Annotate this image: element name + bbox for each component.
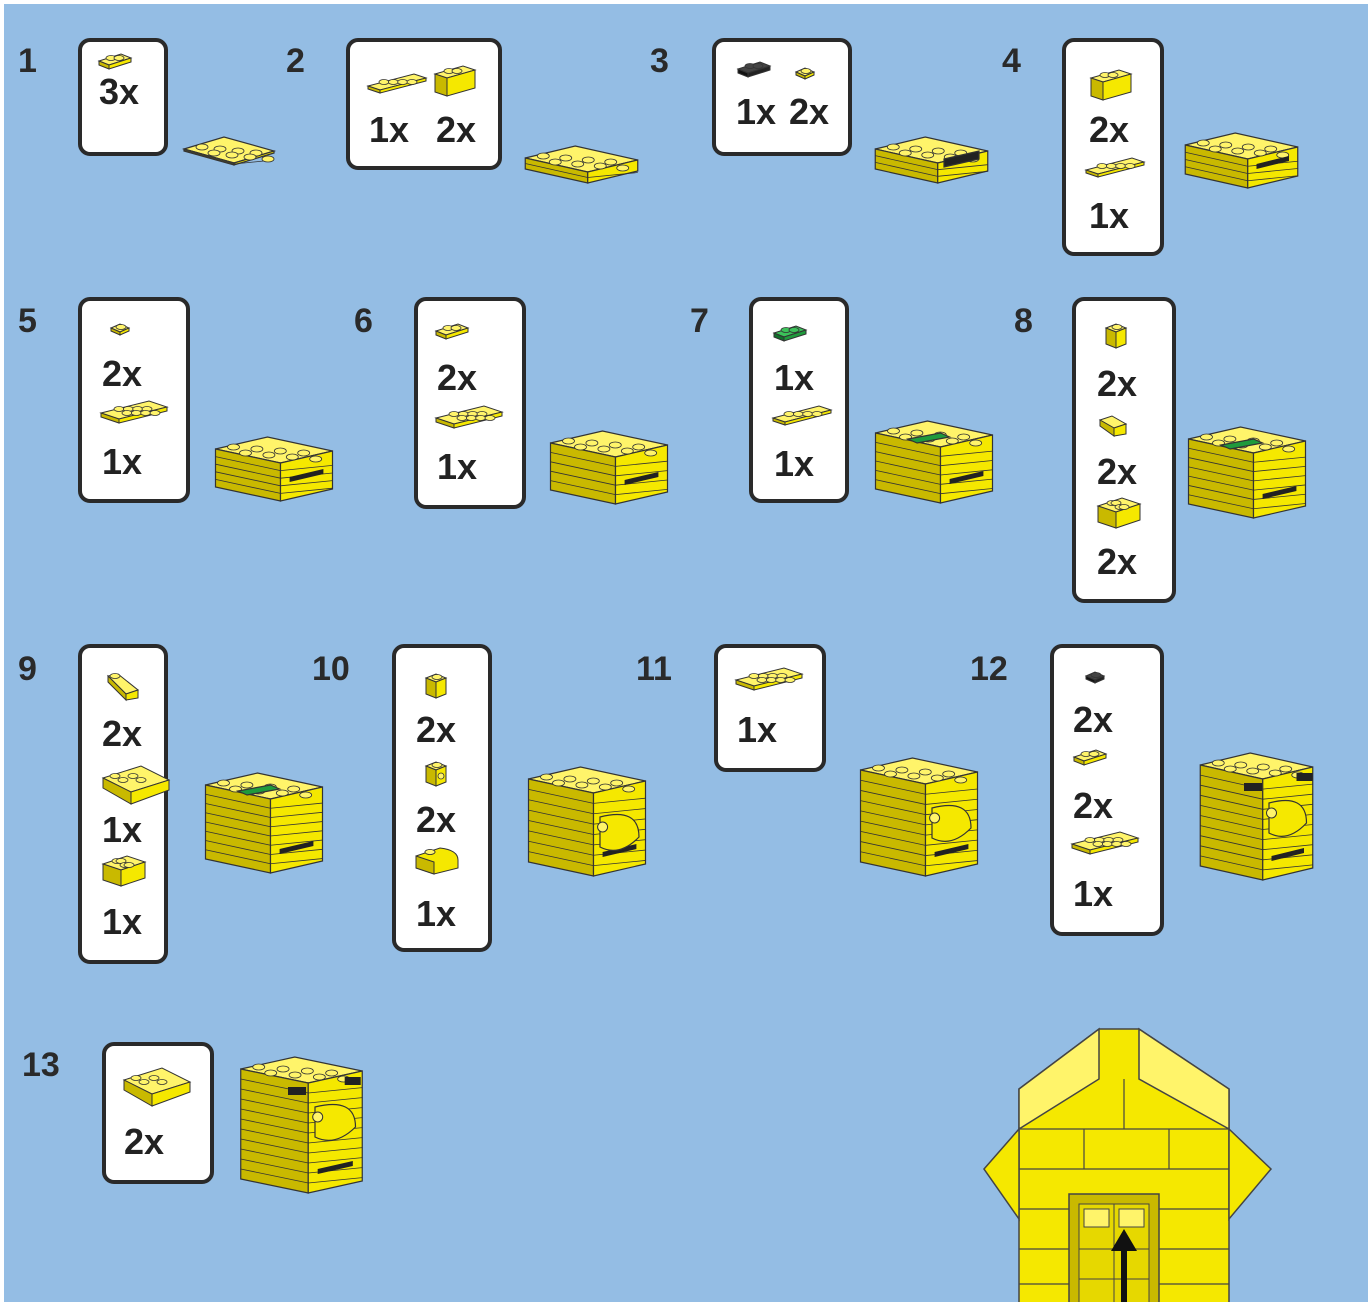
build-model (1179, 94, 1304, 194)
plate-2x4-icon (99, 399, 169, 425)
build-model (869, 389, 999, 509)
plate-1x2-icon (1072, 748, 1108, 766)
brick-1x2-icon (433, 64, 477, 98)
step-number: 1 (18, 44, 37, 78)
step-number: 10 (312, 652, 350, 686)
part-quantity: 1x (437, 449, 477, 485)
plate-1x1-icon (794, 66, 816, 80)
brick-2x2-icon (1096, 496, 1142, 530)
part-quantity: 2x (1073, 702, 1113, 738)
build-model (522, 732, 652, 882)
slope-2x2-icon (122, 1066, 192, 1108)
brick-1x1-stud-icon (424, 760, 448, 788)
step-number: 9 (18, 652, 37, 686)
plate-1x4-icon (1084, 156, 1146, 178)
part-quantity: 2x (1097, 454, 1137, 490)
plate-1x1-icon (1084, 670, 1106, 684)
part-quantity: 2x (1073, 788, 1113, 824)
plate-1x2-icon (434, 322, 470, 340)
brick-1x2-icon (1089, 68, 1133, 102)
parts-callout-box (102, 1042, 214, 1184)
part-quantity: 1x (369, 112, 409, 148)
brick-2x2-icon (101, 854, 147, 888)
parts-callout-box (346, 38, 502, 170)
slope-1x2-icon (104, 672, 140, 702)
step-number: 6 (354, 304, 373, 338)
build-model (234, 1039, 369, 1199)
part-quantity: 1x (1073, 876, 1113, 912)
plate-1x4-icon (366, 72, 428, 94)
plate-2x4-icon (1070, 830, 1140, 856)
part-quantity: 3x (99, 74, 139, 110)
build-model (519, 104, 644, 189)
step-number: 13 (22, 1048, 60, 1082)
part-quantity: 2x (102, 356, 142, 392)
slope-1x1-icon (1098, 414, 1128, 438)
parts-callout-box (712, 38, 852, 156)
build-model (199, 729, 329, 879)
part-quantity: 2x (1097, 366, 1137, 402)
part-quantity: 1x (416, 896, 456, 932)
plate-1x2-icon (736, 60, 772, 78)
part-quantity: 1x (102, 904, 142, 940)
step-number: 12 (970, 652, 1008, 686)
curved-slope-2x2-icon (414, 844, 460, 876)
build-model (209, 397, 339, 507)
part-quantity: 1x (1089, 198, 1129, 234)
step-number: 11 (636, 652, 672, 686)
part-quantity: 1x (102, 812, 142, 848)
plate-1x4-icon (771, 404, 833, 426)
part-quantity: 1x (774, 360, 814, 396)
part-quantity: 1x (102, 444, 142, 480)
part-quantity: 2x (437, 360, 477, 396)
step-number: 7 (690, 304, 709, 338)
slope-2x2-icon (101, 764, 171, 806)
part-quantity: 1x (774, 446, 814, 482)
step-number: 4 (1002, 44, 1021, 78)
part-quantity: 2x (416, 712, 456, 748)
plate-1x2-icon (97, 52, 133, 70)
build-model (179, 116, 279, 171)
part-quantity: 2x (1097, 544, 1137, 580)
build-model (1182, 374, 1312, 524)
part-quantity: 2x (1089, 112, 1129, 148)
parts-callout-box (714, 644, 826, 772)
build-model (544, 392, 674, 510)
build-model (1194, 726, 1319, 886)
step-number: 8 (1014, 304, 1033, 338)
brick-1x1-icon (1104, 322, 1128, 350)
build-model (869, 104, 994, 189)
part-quantity: 2x (416, 802, 456, 838)
brick-1x1-icon (424, 672, 448, 700)
arrow-up-icon (1109, 1229, 1139, 1302)
plate-2x4-icon (434, 404, 504, 430)
step-number: 3 (650, 44, 669, 78)
step-number: 5 (18, 304, 37, 338)
plate-2x4-icon (734, 666, 804, 692)
instruction-page: 1 3x 2 1x 2x 3 1x 2x 4 2x 1x 5 2x 1x 6 2x 1x 7 1x 1x 8 2x 2x 2x… (4, 4, 1368, 1302)
step-number: 2 (286, 44, 305, 78)
part-quantity: 2x (102, 716, 142, 752)
plate-1x1-icon (109, 322, 131, 336)
plate-1x2-icon (772, 324, 808, 342)
part-quantity: 1x (737, 712, 777, 748)
part-quantity: 1x (736, 94, 776, 130)
build-model (854, 732, 984, 882)
part-quantity: 2x (436, 112, 476, 148)
part-quantity: 2x (124, 1124, 164, 1160)
part-quantity: 2x (789, 94, 829, 130)
